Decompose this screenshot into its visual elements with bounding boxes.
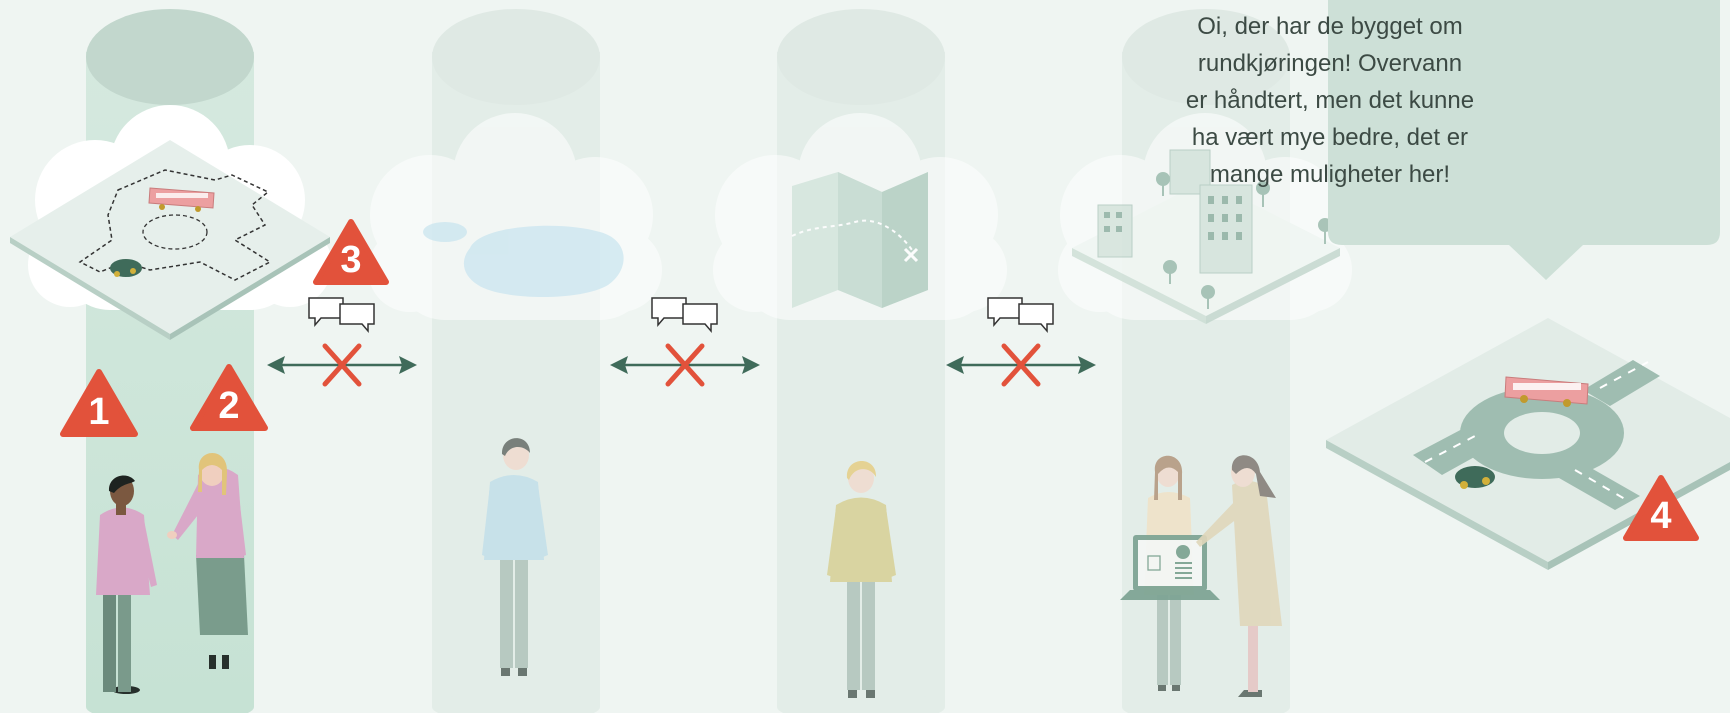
speech-line: rundkjøringen! Overvann xyxy=(1197,50,1463,77)
water-puddles xyxy=(423,222,624,298)
speech-line: er håndtert, men det kunne xyxy=(1185,87,1475,114)
person-blonde-woman xyxy=(167,453,248,669)
communication-break-1 xyxy=(267,297,417,387)
badge-2: 2 xyxy=(190,364,268,431)
chat-bubbles-icon xyxy=(308,297,375,334)
cross-icon xyxy=(665,343,705,387)
speech-bubble-text: Oi, der har de bygget om rundkjøringen! … xyxy=(1110,8,1550,193)
cross-icon xyxy=(1001,343,1041,387)
person-grey-hair xyxy=(482,438,548,676)
svg-text:4: 4 xyxy=(1650,495,1671,537)
car-icon xyxy=(110,259,142,277)
person-pointing xyxy=(1196,455,1282,697)
person-dark-hair xyxy=(96,475,157,694)
svg-text:1: 1 xyxy=(88,391,109,433)
chat-bubbles-icon xyxy=(651,297,718,334)
car-icon xyxy=(1455,466,1495,489)
bus-icon xyxy=(1504,376,1589,407)
communication-break-3 xyxy=(946,297,1096,387)
city-blocks xyxy=(1072,149,1340,324)
speech-line: Oi, der har de bygget om xyxy=(1197,13,1463,40)
cross-icon xyxy=(322,343,362,387)
svg-text:3: 3 xyxy=(340,239,361,281)
roundabout-sketch xyxy=(10,140,330,340)
speech-line: ha vært mye bedre, det er xyxy=(1191,124,1469,151)
svg-text:2: 2 xyxy=(218,385,239,427)
person-yellow-shirt xyxy=(827,460,896,698)
built-roundabout xyxy=(1326,318,1730,570)
badge-3: 3 xyxy=(313,219,389,285)
speech-line: mange muligheter her! xyxy=(1209,161,1451,188)
communication-break-2 xyxy=(610,297,760,387)
badge-1: 1 xyxy=(60,369,138,437)
map-icon xyxy=(791,172,928,308)
bus-icon xyxy=(148,187,215,212)
chat-bubbles-icon xyxy=(987,297,1054,334)
speech-bubble xyxy=(1328,0,1720,280)
laptop-icon xyxy=(1120,535,1220,600)
badge-4: 4 xyxy=(1623,475,1699,541)
